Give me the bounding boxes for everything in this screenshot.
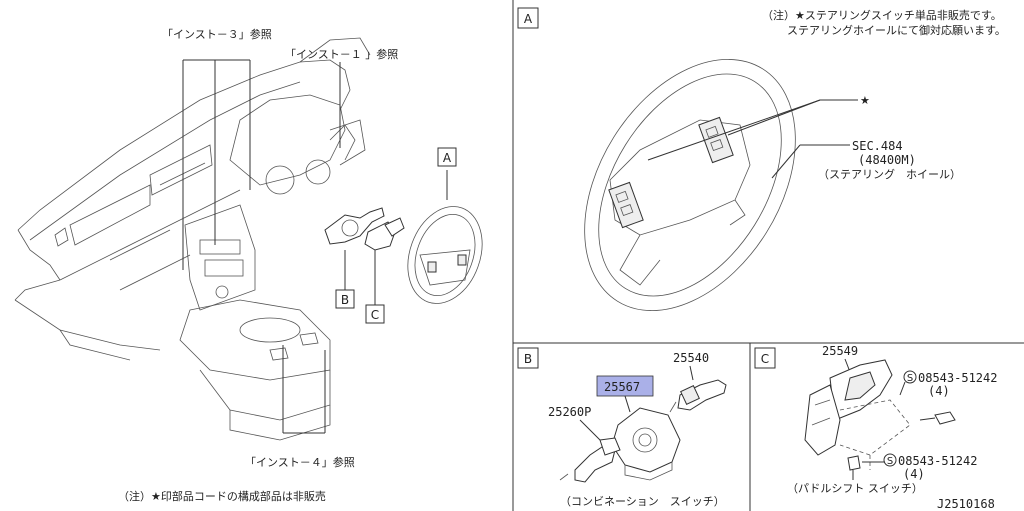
star-marker: ★ — [860, 94, 870, 107]
steering-wheel-thumbnail — [407, 206, 483, 304]
screw-2-symbol: S — [883, 453, 897, 467]
callout-box-a: A — [437, 147, 457, 167]
screw-1-qty: (4) — [928, 384, 950, 398]
panel-c-label: C — [761, 352, 769, 366]
panel-b-caption: （コンビネーション スイッチ） — [560, 495, 725, 508]
sec-part: (48400M) — [858, 153, 916, 167]
part-25540: 25540 — [673, 351, 709, 365]
combination-switch-parts — [559, 365, 727, 483]
screw-1-s: S — [907, 373, 913, 384]
callout-b-label: B — [341, 293, 349, 307]
part-25549: 25549 — [822, 344, 858, 358]
panel-a-note-line2: ステアリングホイールにて御対応願います。 — [787, 23, 1006, 37]
screw-2-part: 08543-51242 — [898, 454, 977, 468]
diagram-id: J2510168 — [937, 497, 995, 511]
panel-c-caption: （パドルシフト スイッチ） — [787, 482, 923, 495]
screw-1-symbol: S — [903, 370, 917, 384]
sec-ref: SEC.484 — [852, 139, 903, 153]
panel-b-label: B — [524, 352, 532, 366]
footnote: （注）★印部品コードの構成部品は非販売 — [118, 489, 326, 503]
sec-name: （ステアリング ホイール） — [818, 167, 961, 181]
part-25567: 25567 — [604, 380, 640, 394]
panel-a-leaders — [647, 99, 858, 179]
callout-box-c: C — [365, 304, 385, 324]
ref-inst1-label: 「インスト－１ 」参照 — [285, 47, 398, 61]
callout-a-label: A — [443, 151, 452, 165]
panel-a-label: A — [524, 12, 533, 26]
ref-inst3-label: 「インスト－３」参照 — [162, 27, 272, 41]
panel-c-label-box: C — [754, 347, 776, 369]
ref-inst4-label: 「インスト－４」参照 — [245, 455, 355, 469]
callout-box-b: B — [335, 289, 355, 309]
combination-switch-thumbnail — [324, 207, 405, 251]
screw-2-qty: (4) — [903, 467, 925, 481]
panel-a-note-line1: （注）★ステアリングスイッチ単品非販売です。 — [762, 8, 1002, 22]
callout-c-label: C — [371, 308, 379, 322]
screw-1-part: 08543-51242 — [918, 371, 997, 385]
paddle-shift-switch — [804, 358, 956, 480]
left-leader-lines — [182, 59, 448, 434]
screw-2-s: S — [887, 456, 893, 467]
part-25260p: 25260P — [548, 405, 591, 419]
dashboard-illustration — [14, 37, 371, 441]
panel-a-label-box: A — [517, 7, 539, 29]
panel-b-label-box: B — [517, 347, 539, 369]
steering-wheel-large — [584, 59, 796, 311]
